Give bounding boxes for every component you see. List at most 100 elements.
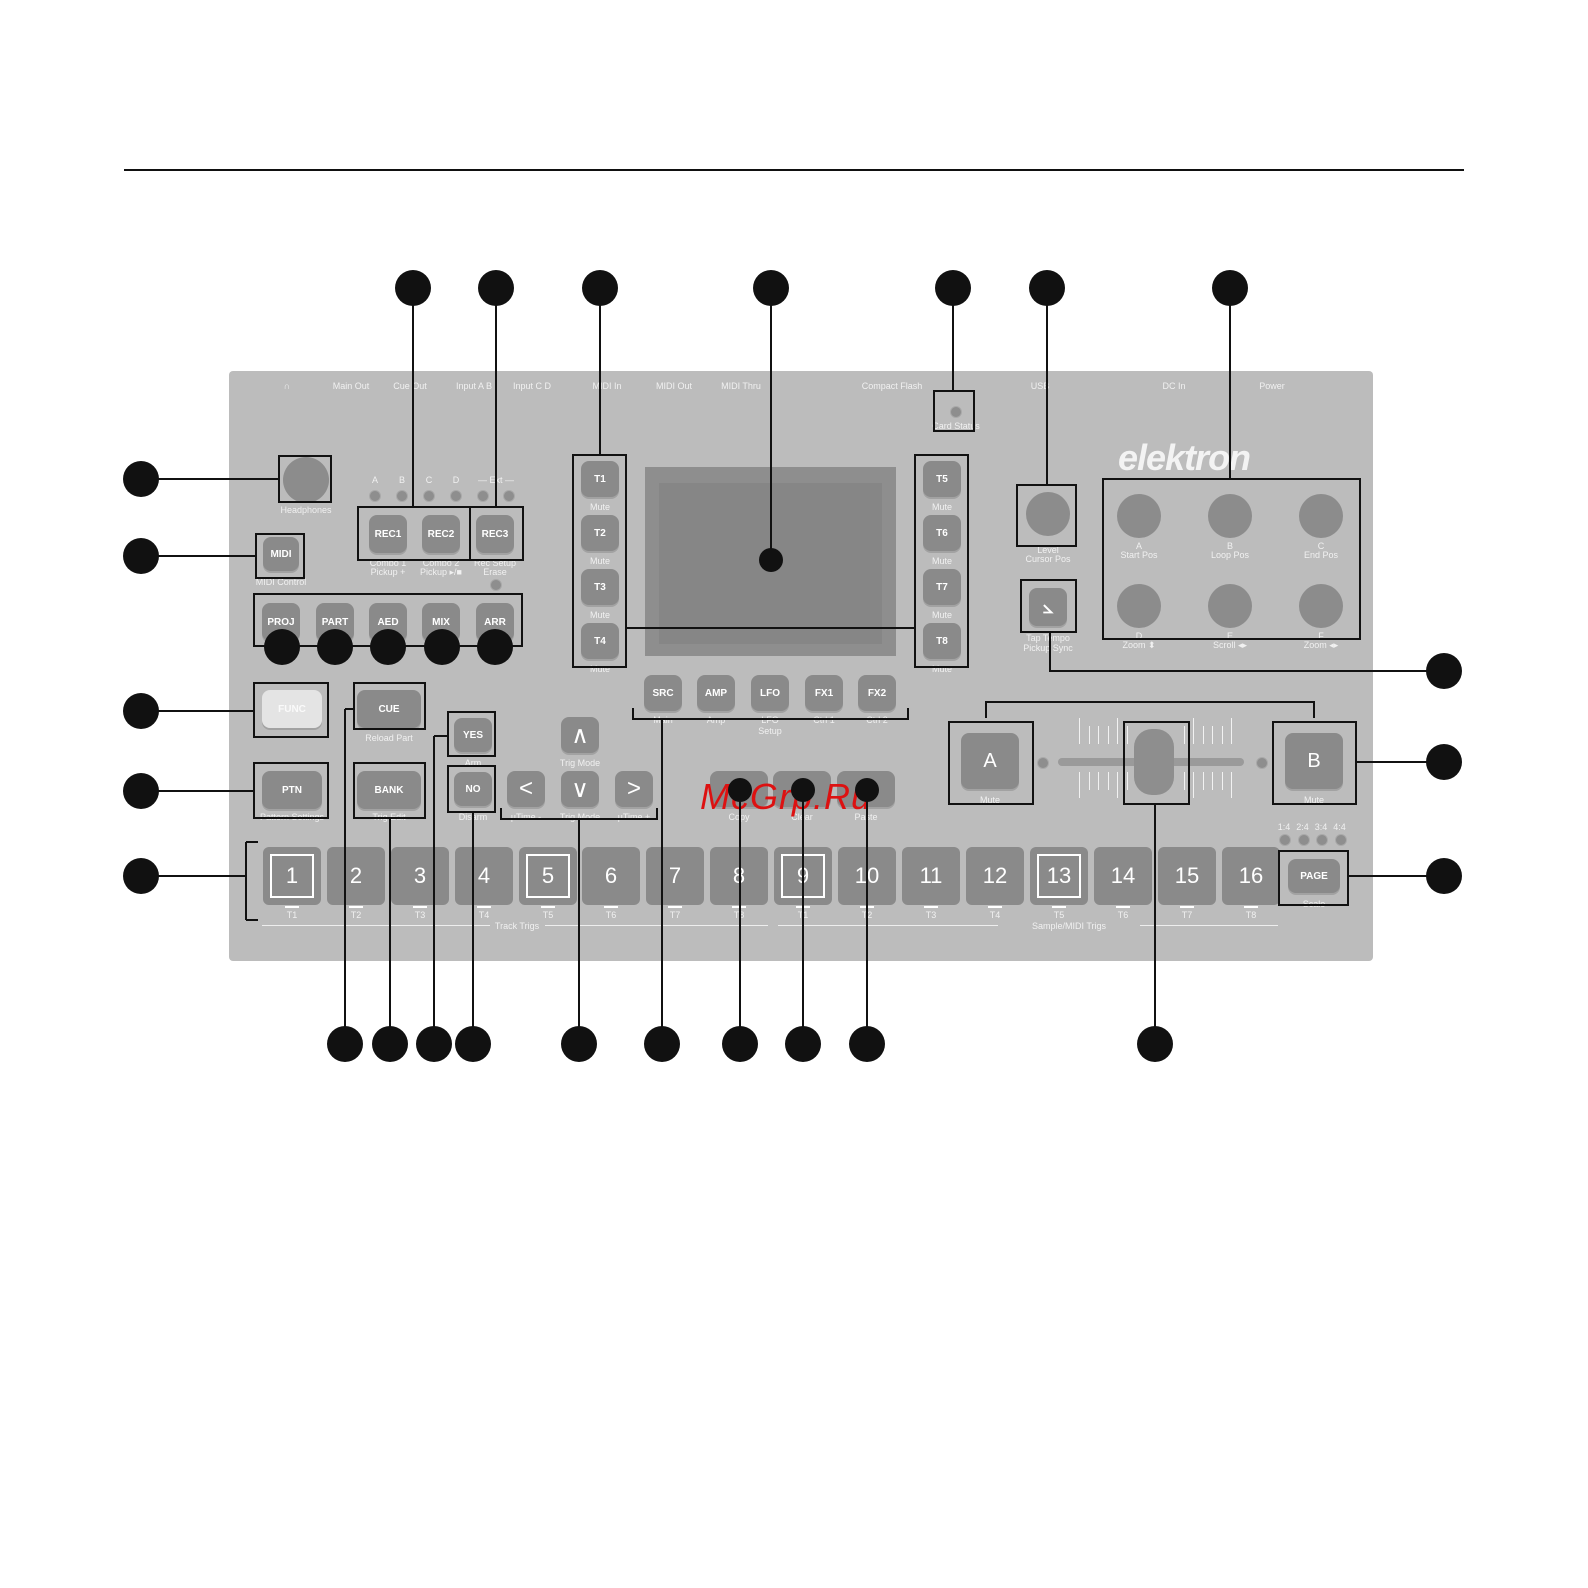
track-button-t7[interactable]: T7: [923, 569, 961, 605]
trig-sub-label: T5: [1053, 910, 1065, 920]
callout-frame: [353, 682, 426, 730]
callout-dot: [370, 629, 406, 665]
param-fx2-button[interactable]: FX2: [858, 675, 896, 711]
param-src-button[interactable]: SRC: [644, 675, 682, 711]
trig-key-7[interactable]: 7: [646, 847, 704, 908]
midi-button[interactable]: MIDI: [263, 537, 299, 571]
track-button-t1[interactable]: T1: [581, 461, 619, 497]
rec2-button[interactable]: REC2: [422, 515, 460, 553]
data-knob-label: C: [1317, 541, 1325, 551]
crossfader-tick: [1193, 772, 1194, 798]
crossfader-tick: [1098, 772, 1099, 790]
trig-key-6[interactable]: 6: [582, 847, 640, 908]
param-fx1-button[interactable]: FX1: [805, 675, 843, 711]
right-arrow-button[interactable]: >: [615, 771, 653, 807]
input-led-a-label: A: [371, 475, 379, 485]
crossfader-tick: [1221, 726, 1223, 744]
trig-key-4[interactable]: 4: [455, 847, 513, 908]
ptn-button[interactable]: PTN: [262, 771, 322, 809]
headphones-label: Headphones: [280, 505, 332, 515]
cue-button[interactable]: CUE: [357, 690, 421, 728]
page-led-label: 4:4: [1333, 822, 1346, 832]
trig-number: 12: [982, 863, 1008, 888]
crossfader-tick: [1117, 772, 1118, 798]
callout-dot: [264, 629, 300, 665]
trig-number: 4: [477, 863, 491, 888]
track-trigs-label: Track Trigs: [494, 921, 540, 931]
trig-key-3[interactable]: 3: [391, 847, 449, 908]
trig-key-16[interactable]: 16: [1222, 847, 1280, 908]
track-button-t6[interactable]: T6: [923, 515, 961, 551]
track-mute-label: Mute: [931, 502, 953, 512]
data-knob-f[interactable]: [1299, 584, 1343, 628]
trig-key-12[interactable]: 12: [966, 847, 1024, 908]
track-button-t3[interactable]: T3: [581, 569, 619, 605]
track-button-t4[interactable]: T4: [581, 623, 619, 659]
no-button[interactable]: NO: [454, 772, 492, 806]
port-label: Cue Out: [393, 381, 427, 391]
scene-b-button[interactable]: B: [1285, 733, 1343, 789]
data-knob-label: D: [1135, 631, 1143, 641]
data-knob-sub: Zoom ◂▸: [1303, 640, 1339, 650]
tempo-sub: Pickup Sync: [1023, 643, 1073, 653]
rec3-button[interactable]: REC3: [476, 515, 514, 553]
callout-frame: [447, 765, 496, 813]
rec1-button[interactable]: REC1: [369, 515, 407, 553]
data-knob-e[interactable]: [1208, 584, 1252, 628]
callout-frame: [253, 682, 329, 738]
callout-frame: [1272, 721, 1357, 805]
up-arrow-button[interactable]: ∧: [561, 717, 599, 753]
page-button[interactable]: PAGE: [1288, 859, 1340, 893]
scene-a-button[interactable]: A: [961, 733, 1019, 789]
trig-underline: [285, 906, 299, 908]
input-led: [369, 490, 381, 502]
down-arrow-button[interactable]: ∨: [561, 771, 599, 807]
callout-frame: [278, 455, 332, 503]
data-knob-label: E: [1226, 631, 1234, 641]
crossfader-knob[interactable]: [1134, 729, 1174, 795]
trig-key-15[interactable]: 15: [1158, 847, 1216, 908]
trig-key-2[interactable]: 2: [327, 847, 385, 908]
level-knob[interactable]: [1026, 492, 1070, 536]
input-led-d-label: D: [452, 475, 460, 485]
param-amp-button[interactable]: AMP: [697, 675, 735, 711]
rec3-sub: Rec Setup: [473, 558, 517, 568]
trig-key-14[interactable]: 14: [1094, 847, 1152, 908]
track-mute-label: Mute: [589, 664, 611, 674]
crossfader-tick: [1107, 772, 1109, 790]
track-button-t2[interactable]: T2: [581, 515, 619, 551]
elektron-logo: elektron: [1118, 437, 1251, 478]
port-label: Main Out: [332, 381, 370, 391]
data-knob-d[interactable]: [1117, 584, 1161, 628]
trig-number: 15: [1174, 863, 1200, 888]
trig-key-5[interactable]: 5: [519, 847, 577, 908]
rec2-sub2: Pickup ▸/■: [420, 567, 462, 577]
trig-key-11[interactable]: 11: [902, 847, 960, 908]
left-arrow-button[interactable]: <: [507, 771, 545, 807]
track-button-t5[interactable]: T5: [923, 461, 961, 497]
watermark: McGrp.Ru: [700, 776, 873, 817]
headphones-knob[interactable]: [283, 457, 329, 503]
data-knob-label: A: [1135, 541, 1143, 551]
port-label: DC In: [1162, 381, 1186, 391]
track-mute-label: Mute: [931, 610, 953, 620]
func-button[interactable]: FUNC: [262, 690, 322, 728]
trig-key-13[interactable]: 13: [1030, 847, 1088, 908]
chevron-left-icon: <: [518, 775, 533, 802]
trig-key-1[interactable]: 1: [263, 847, 321, 908]
data-knob-b[interactable]: [1208, 494, 1252, 538]
data-knob-c[interactable]: [1299, 494, 1343, 538]
yes-button[interactable]: YES: [454, 718, 492, 752]
callout-frame: [469, 506, 524, 561]
param-lfo-button[interactable]: LFO: [751, 675, 789, 711]
callout-frame: [1020, 579, 1077, 633]
bank-button[interactable]: BANK: [357, 771, 421, 809]
track-button-t8[interactable]: T8: [923, 623, 961, 659]
trig-sub-label: T6: [1117, 910, 1129, 920]
tap-tempo-button[interactable]: ⦣: [1029, 588, 1067, 626]
crossfader-tick: [1126, 726, 1128, 744]
data-knob-sub: Scroll ◂▸: [1212, 640, 1248, 650]
trig-underline: [1052, 906, 1066, 908]
trig-sub-label: T7: [1181, 910, 1193, 920]
data-knob-a[interactable]: [1117, 494, 1161, 538]
